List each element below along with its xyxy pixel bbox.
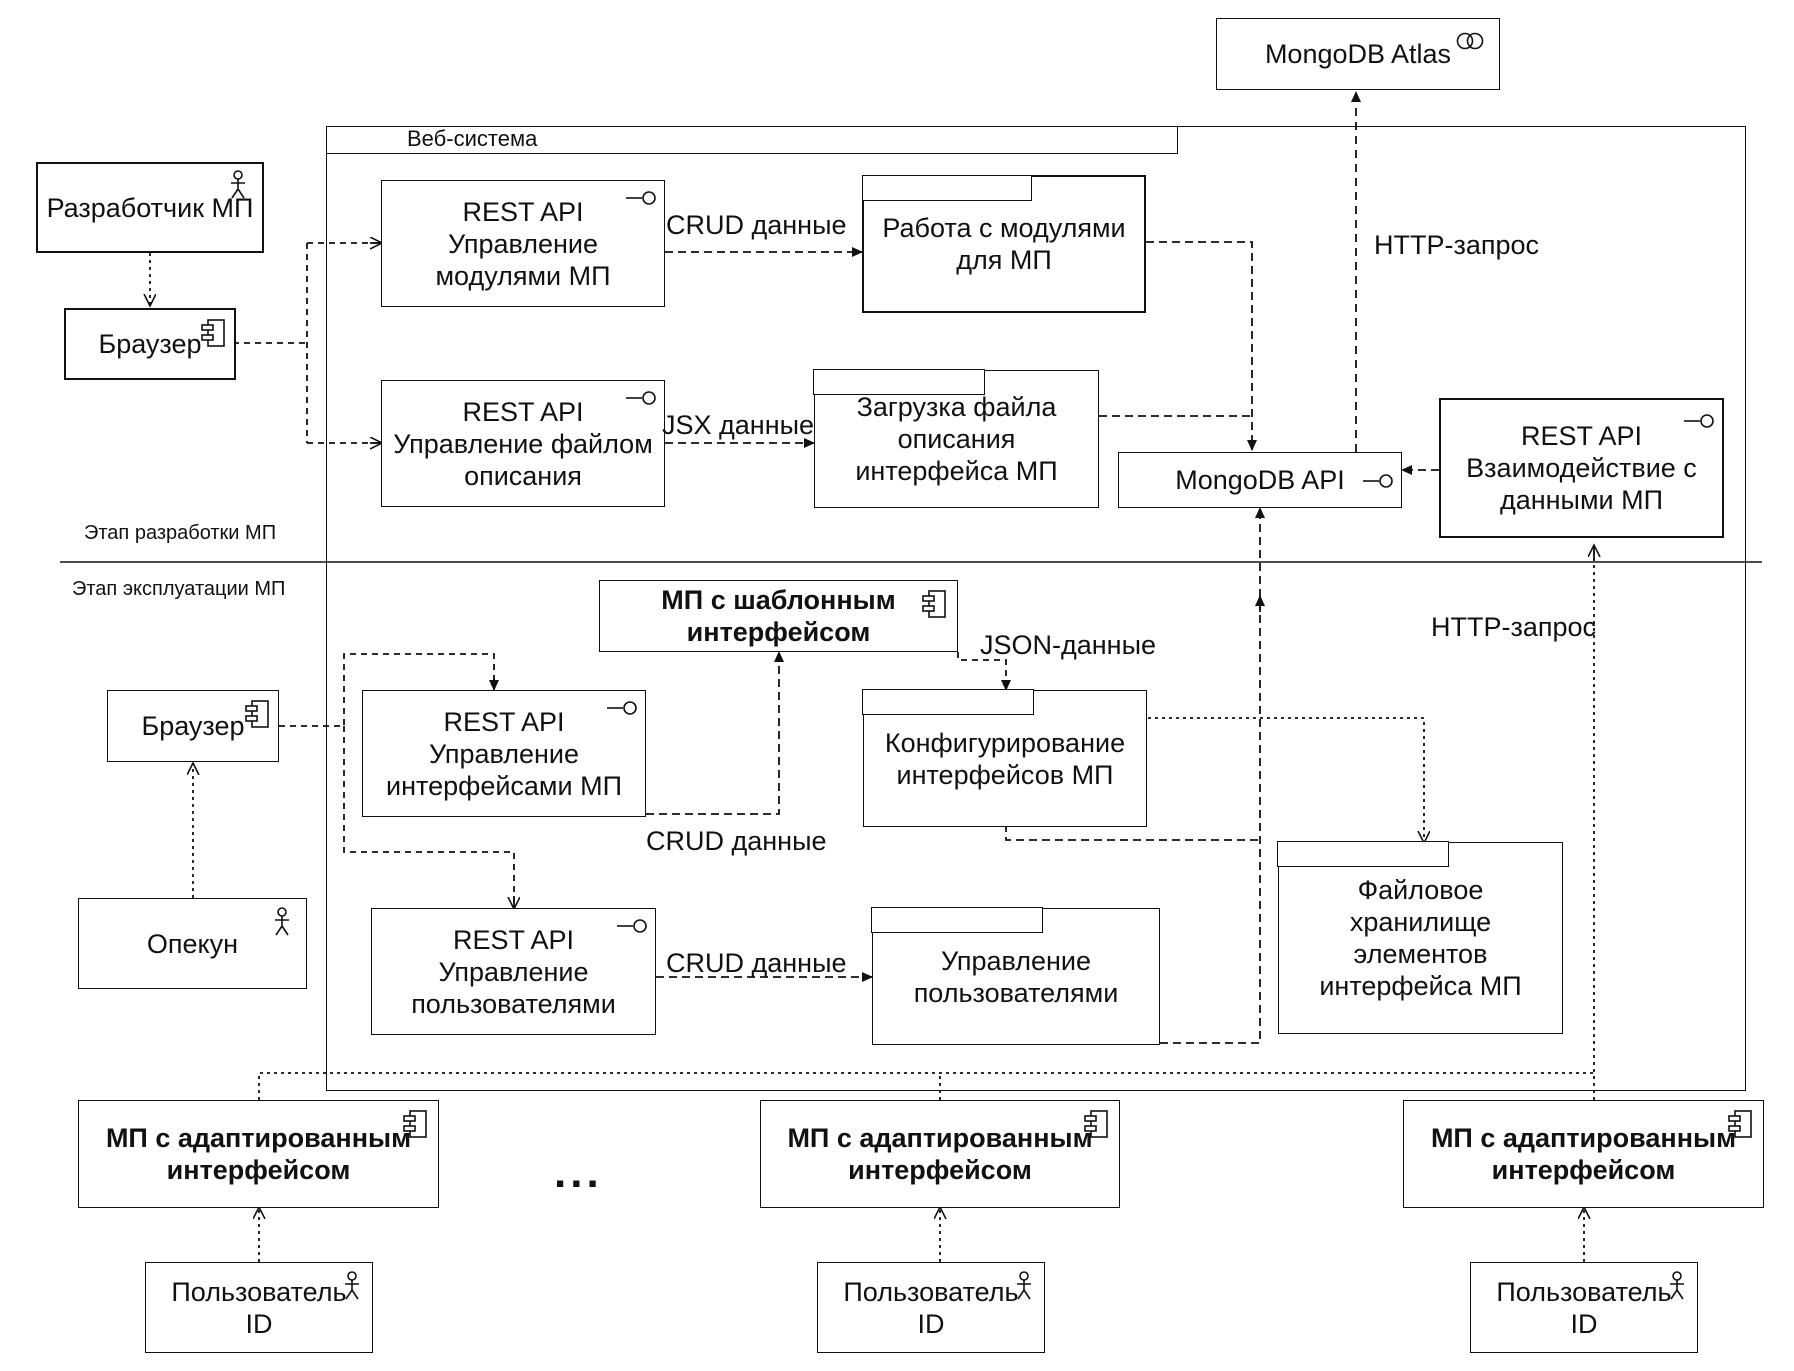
template-mp-node[interactable]: МП с шаблонным интерфейсом <box>599 580 958 652</box>
developer-actor-node[interactable]: Разработчик МП <box>36 162 264 253</box>
package-upload-node[interactable]: Загрузка файла описания интерфейса МП <box>813 369 1099 508</box>
actor-icon <box>231 170 245 199</box>
http-request-label-1: HTTP-запрос <box>1374 230 1540 260</box>
component-icon <box>1084 1110 1108 1138</box>
browser-op-label: Браузер <box>141 711 245 741</box>
package-upload-label: Загрузка файла описания интерфейса МП <box>855 392 1058 486</box>
rest-api-modules-label: REST API Управление модулями МП <box>435 196 611 291</box>
mongodb-api-label: MongoDB API <box>1175 465 1345 495</box>
actor-icon <box>1670 1271 1684 1300</box>
package-users-node[interactable]: Управление пользователями <box>871 907 1160 1045</box>
package-tab <box>1277 841 1450 868</box>
rest-api-interfaces-node[interactable]: REST API Управление интерфейсами МП <box>362 690 646 817</box>
component-icon <box>403 1110 427 1138</box>
wire-modules-mongo <box>1146 241 1257 451</box>
wire-browser-op <box>279 653 515 906</box>
rest-api-data-label: REST API Взаимодействие с данными МП <box>1466 421 1697 515</box>
package-tab <box>862 689 1035 716</box>
file-storage-node[interactable]: Файловое хранилище элементов интерфейса … <box>1277 841 1563 1034</box>
user-label-1: Пользователь ID <box>171 1276 347 1339</box>
web-system-title: Веб-система <box>326 126 1178 154</box>
developer-label: Разработчик МП <box>46 192 254 223</box>
lollipop-interface-icon <box>617 919 647 933</box>
package-tab <box>862 175 1033 202</box>
package-config-node[interactable]: Конфигурирование интерфейсов МП <box>862 689 1147 827</box>
lollipop-interface-icon <box>1684 414 1714 428</box>
mongodb-atlas-node[interactable]: MongoDB Atlas <box>1216 18 1500 90</box>
stage-development-label: Этап разработки МП <box>84 522 277 544</box>
guardian-actor-node[interactable]: Опекун <box>78 898 307 989</box>
package-modules-node[interactable]: Работа с модулями для МП <box>862 175 1146 313</box>
json-data-label: JSON-данные <box>980 630 1157 660</box>
browser-op-node[interactable]: Браузер <box>107 690 279 762</box>
rest-api-file-label: REST API Управление файлом описания <box>393 396 653 491</box>
wire-ops-mongo <box>1160 507 1265 1044</box>
rest-api-data-node[interactable]: REST API Взаимодействие с данными МП <box>1439 398 1724 538</box>
actor-icon <box>1017 1271 1031 1300</box>
adapted-mp-node-2[interactable]: МП с адаптированным интерфейсом <box>760 1100 1120 1208</box>
ellipsis: ... <box>554 1148 603 1197</box>
stage-operation-label: Этап эксплуатации МП <box>72 578 286 600</box>
guardian-label: Опекун <box>146 928 239 959</box>
database-icon <box>1456 32 1484 50</box>
rest-api-users-node[interactable]: REST API Управление пользователями <box>371 908 656 1035</box>
adapted-mp-label-2: МП с адаптированным интерфейсом <box>787 1123 1093 1185</box>
component-icon <box>922 590 946 618</box>
adapted-mp-label-1: МП с адаптированным интерфейсом <box>105 1123 412 1185</box>
lollipop-interface-icon <box>1363 474 1393 488</box>
file-storage-label: Файловое хранилище элементов интерфейса … <box>1319 875 1522 1001</box>
crud-data-label-3: CRUD данные <box>666 948 847 978</box>
user-label-2: Пользователь ID <box>843 1276 1019 1339</box>
adapted-mp-node-1[interactable]: МП с адаптированным интерфейсом <box>78 1100 439 1208</box>
user-actor-node-1[interactable]: Пользователь ID <box>145 1262 373 1353</box>
adapted-mp-label-3: МП с адаптированным интерфейсом <box>1430 1123 1737 1185</box>
jsx-data-label: JSX данные <box>662 410 815 440</box>
crud-data-label-1: CRUD данные <box>666 210 847 240</box>
lollipop-interface-icon <box>607 701 637 715</box>
wire-crud-2 <box>646 651 784 815</box>
template-mp-label: МП с шаблонным интерфейсом <box>661 585 896 647</box>
package-tab <box>871 907 1044 934</box>
rest-api-file-node[interactable]: REST API Управление файлом описания <box>381 380 665 507</box>
actor-icon <box>275 907 289 936</box>
package-tab <box>813 369 986 396</box>
crud-data-label-2: CRUD данные <box>646 826 827 856</box>
component-icon <box>201 319 225 347</box>
wire-json <box>957 652 1011 691</box>
actor-icon <box>345 1271 359 1300</box>
rest-api-users-label: REST API Управление пользователями <box>411 924 616 1019</box>
browser-dev-label: Браузер <box>98 329 202 359</box>
component-icon <box>1728 1110 1752 1138</box>
rest-api-modules-node[interactable]: REST API Управление модулями МП <box>381 180 665 307</box>
mongodb-atlas-label: MongoDB Atlas <box>1264 39 1452 69</box>
wire-config-storage <box>1120 717 1424 842</box>
user-label-3: Пользователь ID <box>1496 1276 1672 1339</box>
lollipop-interface-icon <box>626 391 656 405</box>
http-request-label-2: HTTP-запрос <box>1431 612 1597 642</box>
user-actor-node-3[interactable]: Пользователь ID <box>1470 1262 1698 1353</box>
lollipop-interface-icon <box>626 191 656 205</box>
user-actor-node-2[interactable]: Пользователь ID <box>817 1262 1045 1353</box>
wire-browser-apis <box>233 242 381 444</box>
package-users-label: Управление пользователями <box>913 945 1119 1008</box>
mongodb-api-node[interactable]: MongoDB API <box>1118 452 1402 508</box>
package-config-label: Конфигурирование интерфейсов МП <box>884 727 1126 790</box>
adapted-mp-node-3[interactable]: МП с адаптированным интерфейсом <box>1403 1100 1764 1208</box>
package-modules-label: Работа с модулями для МП <box>882 213 1126 275</box>
rest-api-interfaces-label: REST API Управление интерфейсами МП <box>386 706 622 801</box>
wire-adapted-http <box>258 546 1595 1100</box>
component-icon <box>245 700 269 728</box>
browser-dev-node[interactable]: Браузер <box>64 308 236 380</box>
